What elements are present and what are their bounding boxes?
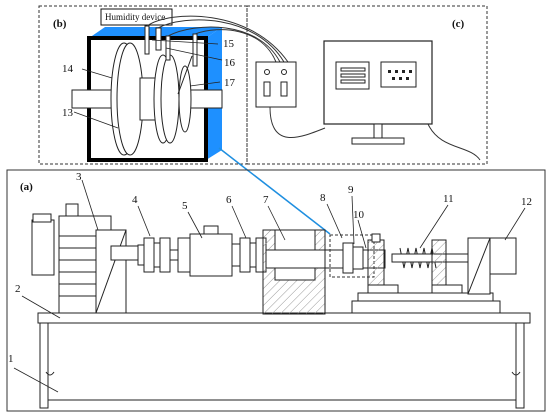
- callout-2: 2: [15, 283, 21, 295]
- callout-8: 8: [320, 192, 326, 204]
- panel-b-callouts: [73, 39, 223, 129]
- panel-a-frame: [6, 169, 546, 412]
- coupling-6: [239, 237, 267, 273]
- callout-12: 12: [521, 196, 532, 208]
- torque-sensor: [177, 225, 241, 277]
- linear-actuator: [467, 237, 517, 295]
- detail-connector-line: [218, 147, 331, 235]
- callout-17: 17: [224, 77, 236, 89]
- conditioner-cable: [269, 106, 326, 139]
- computer-monitor: [323, 40, 433, 145]
- slide-rail: [351, 284, 501, 314]
- callout-1: 1: [8, 353, 14, 365]
- signal-conditioner: [255, 61, 297, 108]
- callout-3: 3: [76, 171, 82, 183]
- load-spring: [391, 239, 473, 286]
- callout-5: 5: [182, 200, 188, 212]
- panel-b-label: (b): [53, 18, 67, 30]
- callout-11: 11: [443, 193, 454, 205]
- test-spline: [342, 242, 364, 274]
- callout-14: 14: [62, 63, 74, 75]
- panel-a-label: (a): [20, 181, 33, 193]
- monitor-cable: [427, 123, 481, 161]
- callout-9: 9: [348, 184, 354, 196]
- panel-c-label: (c): [452, 18, 465, 30]
- bearing-housing: [262, 229, 327, 315]
- sensor-cables: [146, 15, 289, 63]
- panel-c-frame: [246, 5, 488, 165]
- humidity-device-label: Humidity device: [105, 12, 165, 22]
- test-bench: [37, 312, 531, 409]
- callout-15: 15: [223, 38, 235, 50]
- servo-motor: [31, 203, 140, 314]
- callout-4: 4: [132, 194, 138, 206]
- panel-a-callouts: [13, 179, 526, 393]
- callout-10: 10: [353, 209, 365, 221]
- load-support: [367, 233, 385, 286]
- environment-chamber: [71, 25, 223, 162]
- callout-7: 7: [263, 194, 269, 206]
- callout-6: 6: [226, 194, 232, 206]
- callout-16: 16: [224, 57, 236, 69]
- coupling-4: [137, 237, 179, 273]
- callout-13: 13: [62, 107, 74, 119]
